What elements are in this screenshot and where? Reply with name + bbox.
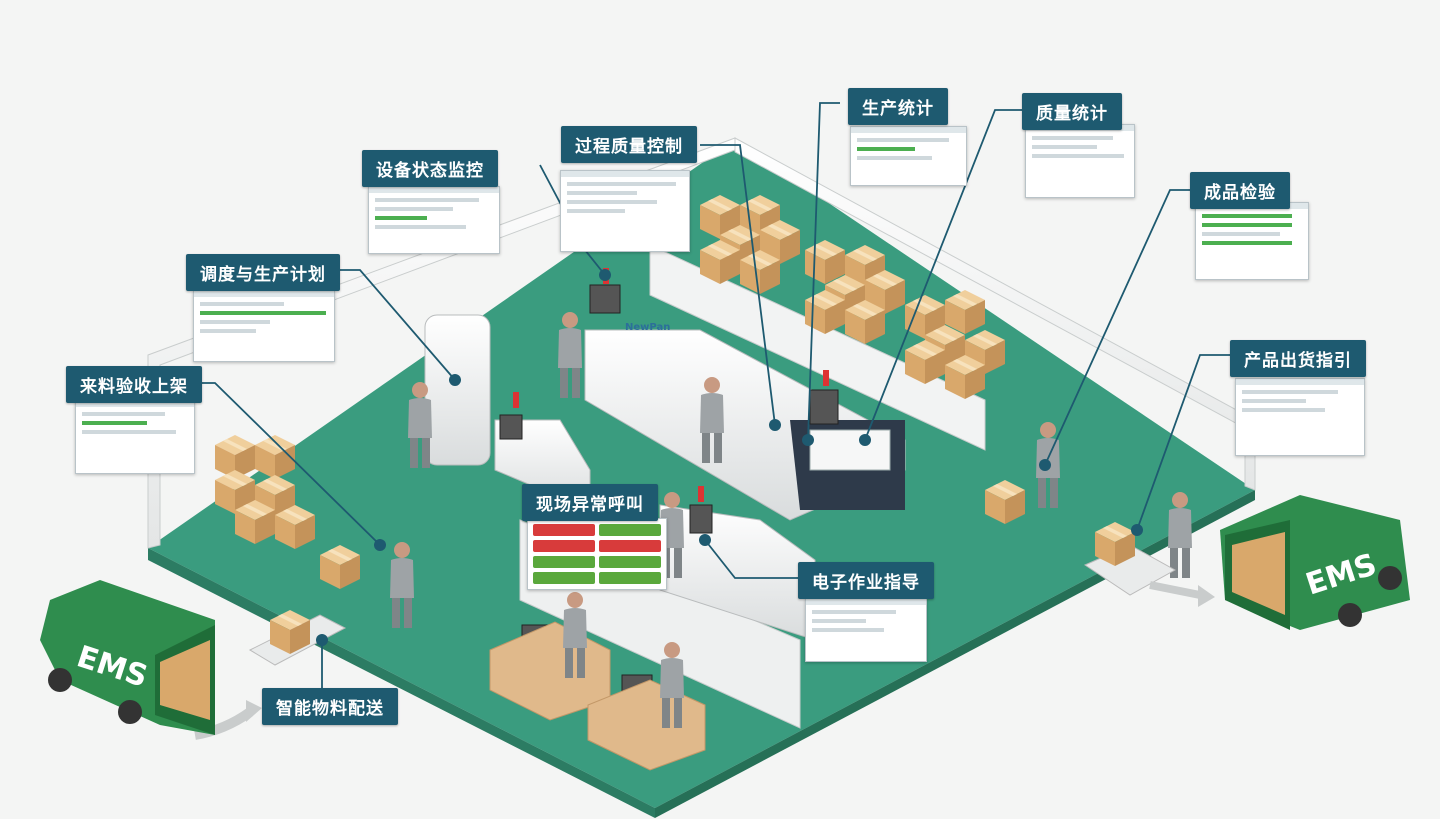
quality-stats-thumb: [1025, 124, 1135, 198]
scheduling-thumb: [193, 290, 335, 362]
shipping-guide-thumb: [1235, 378, 1365, 456]
delivery-arrow: [194, 707, 253, 740]
production-stats-thumb: [850, 126, 967, 186]
label-quality-stats: 质量统计: [1022, 93, 1122, 130]
process-quality-thumb: [560, 170, 690, 252]
ems-truck-right: EMS: [1220, 495, 1410, 630]
label-shipping-guide: 产品出货指引: [1230, 340, 1366, 377]
shipping-arrow: [1149, 581, 1201, 599]
cart-left: [248, 610, 347, 666]
stocker-tower: [424, 314, 491, 466]
label-smart-delivery: 智能物料配送: [262, 688, 398, 725]
label-equipment-monitoring: 设备状态监控: [362, 150, 498, 187]
andon-call-thumb: [527, 518, 667, 590]
ems-truck-left: EMS: [40, 580, 215, 735]
incoming-inspection-thumb: [75, 400, 195, 474]
equipment-monitoring-thumb: [368, 186, 500, 254]
label-e-sop: 电子作业指导: [798, 562, 934, 599]
production-line-1: NewPan: [584, 322, 906, 521]
label-final-inspection: 成品检验: [1190, 172, 1290, 209]
label-scheduling: 调度与生产计划: [186, 254, 340, 291]
e-sop-thumb: [805, 598, 927, 662]
label-andon-call: 现场异常呼叫: [522, 484, 658, 521]
label-incoming-inspection: 来料验收上架: [66, 366, 202, 403]
machine-brand: NewPan: [625, 322, 670, 333]
label-process-quality: 过程质量控制: [561, 126, 697, 163]
label-production-stats: 生产统计: [848, 88, 948, 125]
leader-lines: [200, 102, 1230, 688]
final-inspection-thumb: [1195, 202, 1309, 280]
